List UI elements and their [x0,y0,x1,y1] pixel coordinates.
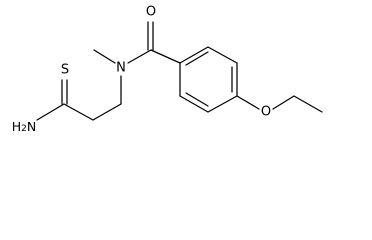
n-carbonyl-bond [127,49,152,64]
ether-o-ch2-bond [272,95,295,110]
thioamide-c-nh2-bond [36,103,65,121]
carbonyl-ring-bond [150,49,181,64]
ring-bond-1 [179,46,209,64]
benzene-ring [179,46,238,113]
ring-inner-bond-3 [185,92,209,107]
ring-bond-2 [207,46,238,64]
n-methyl-bond [93,49,116,64]
ring-bond-5 [179,95,209,113]
chemical-structure-diagram: S H2N N O O [12,5,323,135]
ether-oxygen-label: O [261,105,271,120]
ring-inner-bond-1 [185,51,209,66]
thioamide-c-ch2-bond [63,103,94,121]
sulfur-atom-label: S [61,63,69,78]
ring-bond-4 [207,95,238,113]
carbonyl-oxygen-label: O [146,5,156,20]
amine-atom-label: H2N [12,119,37,135]
ch2-ch2-bond [92,103,122,121]
ring-ether-o-bond [236,95,260,110]
ethyl-ch2-ch3-bond [293,95,323,113]
amide-nitrogen-label: N [116,61,126,76]
